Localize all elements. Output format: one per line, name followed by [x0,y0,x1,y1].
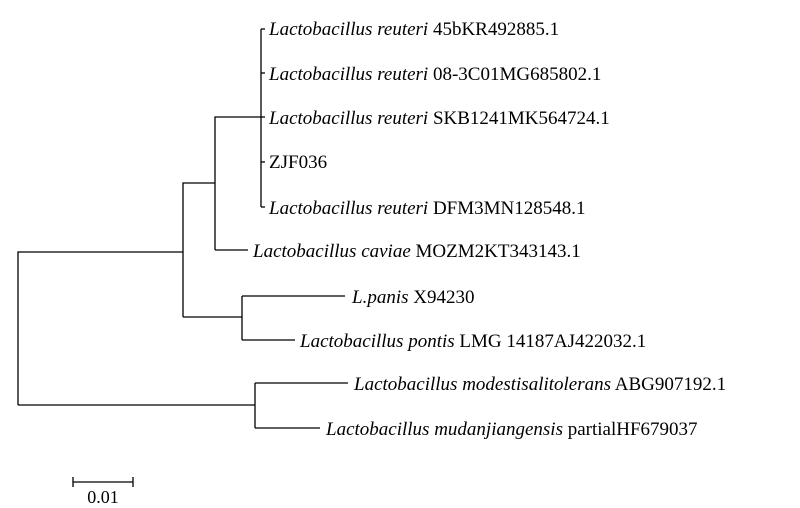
tree-branches [17,28,348,429]
taxon-label: Lactobacillus reuteri 08-3C01MG685802.1 [268,64,601,85]
taxon-label: Lactobacillus reuteri SKB1241MK564724.1 [268,108,610,129]
taxon-label: Lactobacillus modestisalitolerans ABG907… [353,374,726,395]
scale-bar: 0.01 [72,477,134,507]
taxon-label: Lactobacillus mudanjiangensis partialHF6… [325,419,698,440]
taxon-label: Lactobacillus reuteri DFM3MN128548.1 [268,198,586,219]
taxon-label: Lactobacillus caviae MOZM2KT343143.1 [252,241,581,262]
branch-to-reuteri-group [214,116,261,250]
branch-root-to-ingroup [17,251,183,405]
branch-ingroup-to-reuteri-clade [182,182,215,317]
taxon-label: Lactobacillus reuteri 45bKR492885.1 [268,19,559,40]
scale-bar-label: 0.01 [87,487,119,507]
taxon-label: Lactobacillus pontis LMG 14187AJ422032.1 [299,331,646,352]
taxon-labels: Lactobacillus reuteri 45bKR492885.1 Lact… [252,19,726,440]
taxon-label: L.panis X94230 [351,287,474,308]
taxon-label: ZJF036 [269,152,327,173]
scale-bar-line [72,477,134,487]
